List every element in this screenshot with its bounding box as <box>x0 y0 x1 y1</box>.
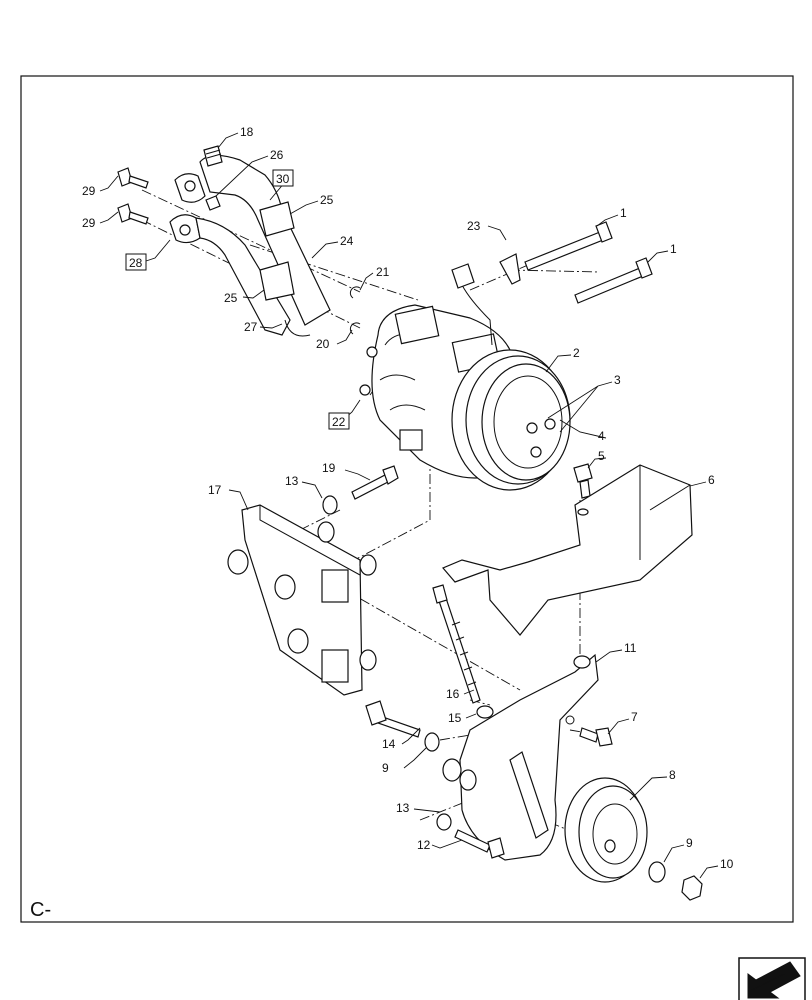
callout-20: 20 <box>316 337 330 351</box>
callout-3: 3 <box>614 373 621 387</box>
bolt-14 <box>365 700 421 738</box>
callout-19: 19 <box>322 461 336 475</box>
callout-29-lower: 29 <box>82 216 96 230</box>
refrigerant-hose-assembly <box>169 145 331 337</box>
callout-13-upper: 13 <box>285 474 299 488</box>
callout-8: 8 <box>669 768 676 782</box>
bracket-6 <box>442 464 693 636</box>
callout-9-right: 9 <box>686 836 693 850</box>
center-lines <box>141 189 641 861</box>
callout-24: 24 <box>340 234 354 248</box>
washer-13-upper <box>322 495 338 515</box>
callout-15: 15 <box>448 711 462 725</box>
callout-1-lower: 1 <box>670 242 677 256</box>
nut-10 <box>681 875 703 901</box>
callout-13-lower: 13 <box>396 801 410 815</box>
bolt-12 <box>454 829 505 859</box>
callout-25-upper: 25 <box>320 193 334 207</box>
diagram-frame <box>20 75 794 923</box>
washer-9-left <box>424 732 440 752</box>
idler-pulley-8 <box>564 777 648 883</box>
bolt-16 <box>432 584 481 704</box>
callout-2: 2 <box>573 346 580 360</box>
bolt-1-upper <box>524 221 613 271</box>
callout-16: 16 <box>446 687 460 701</box>
callout-21: 21 <box>376 265 390 279</box>
washer-13-lower <box>436 813 452 831</box>
callout-labels: 1 1 2 3 4 5 6 7 8 9 9 10 11 12 13 13 14 … <box>82 125 734 871</box>
tension-bracket-11 <box>442 653 599 861</box>
o-ring-20 <box>349 322 361 335</box>
callout-1-upper: 1 <box>620 206 627 220</box>
bolt-7 <box>579 727 613 747</box>
callout-17: 17 <box>208 483 222 497</box>
callout-27: 27 <box>244 320 258 334</box>
ref-30: 30 <box>276 172 290 186</box>
callout-14: 14 <box>382 737 396 751</box>
next-page-arrow-icon[interactable] <box>738 957 806 1000</box>
callout-18: 18 <box>240 125 254 139</box>
callout-10: 10 <box>720 857 734 871</box>
callout-29-upper: 29 <box>82 184 96 198</box>
bolt-29-upper <box>117 167 149 189</box>
callout-5: 5 <box>598 449 605 463</box>
washer-15 <box>476 705 494 719</box>
ref-28: 28 <box>129 256 143 270</box>
callout-6: 6 <box>708 473 715 487</box>
ac-compressor <box>359 253 571 491</box>
callout-26: 26 <box>270 148 284 162</box>
callout-9-left: 9 <box>382 761 389 775</box>
bolt-29-lower <box>117 203 149 225</box>
leader-lines <box>99 132 719 879</box>
o-ring-21 <box>349 286 361 299</box>
callout-7: 7 <box>631 710 638 724</box>
section-code: C- <box>30 899 51 921</box>
callout-4: 4 <box>598 429 605 443</box>
callout-11: 11 <box>624 641 637 655</box>
bolt-5 <box>573 463 593 499</box>
callout-25-lower: 25 <box>224 291 238 305</box>
callout-23: 23 <box>467 219 481 233</box>
washer-9-right <box>648 861 666 883</box>
mounting-plate-17 <box>227 504 377 696</box>
bolt-1-lower <box>574 257 653 304</box>
boxed-references: 30 28 22 <box>125 169 350 430</box>
callout-12: 12 <box>417 838 431 852</box>
ref-22: 22 <box>332 415 346 429</box>
bolt-19 <box>351 465 399 500</box>
